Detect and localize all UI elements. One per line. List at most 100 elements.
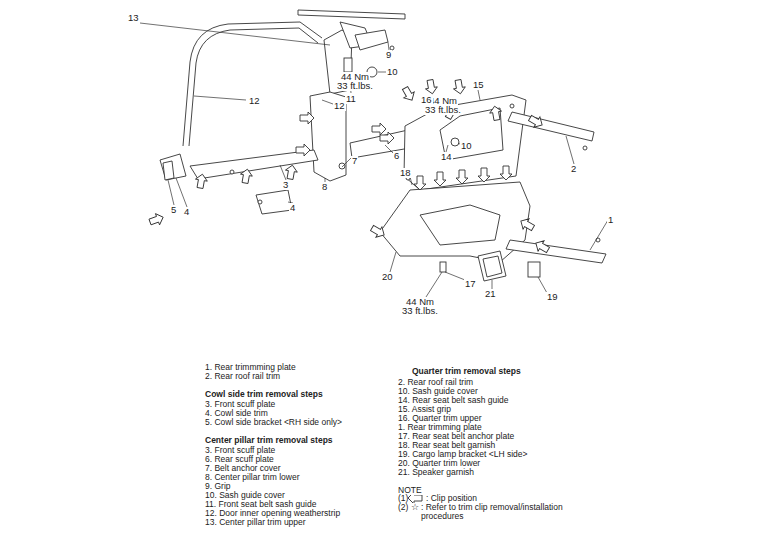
leader-lines: [566, 136, 574, 164]
anchor-plate: [440, 262, 446, 272]
bolt: [258, 200, 262, 204]
callout-number: 2: [570, 164, 577, 174]
callout-number: 11: [345, 94, 357, 104]
clip-arrows: [518, 216, 536, 233]
callout-number: 9: [385, 50, 392, 60]
note-text: 12. Door inner opening weatherstrip: [205, 509, 340, 518]
callout-number: 33 ft.lbs.: [401, 306, 439, 316]
note-text: 18. Rear seat belt garnish: [398, 441, 495, 450]
leader-lines: [194, 96, 246, 100]
callout-number: 4: [183, 207, 190, 217]
weatherstrip: [189, 28, 318, 146]
note-text: 14. Rear seat belt sash guide: [398, 396, 509, 405]
callout-number: 12: [333, 101, 346, 111]
sash-guide: [344, 58, 352, 72]
leader-lines: [378, 72, 386, 73]
section-heading: Cowl side trim removal steps: [205, 390, 323, 399]
leader-lines: [492, 280, 493, 289]
callout-number: 3: [282, 180, 289, 190]
note-text: 1. Rear trimmming plate: [205, 363, 296, 372]
lamp-bracket: [528, 262, 540, 277]
anchor-cover: [339, 163, 345, 169]
callout-number: 19: [546, 292, 559, 302]
section-heading: Quarter trim removal steps: [412, 367, 521, 376]
cowl-trim: [160, 154, 186, 180]
callout-number: 14: [440, 152, 453, 162]
clip-arrows: [424, 79, 438, 95]
callout-number: 15: [472, 80, 485, 90]
rear-trim-plate: [506, 240, 606, 263]
leader-lines: [390, 252, 396, 272]
note-text: 2. Rear roof rail trim: [398, 378, 473, 387]
cowl-trim-lower: [256, 190, 292, 214]
leader-lines: [446, 145, 448, 152]
note-text: (1): [398, 494, 408, 503]
leader-lines: [168, 180, 174, 205]
callout-number: 20: [381, 272, 394, 282]
leader-lines: [538, 277, 547, 293]
leader-lines: [176, 178, 187, 207]
callout-number: 17: [464, 279, 477, 289]
callout-number: 12: [248, 96, 261, 106]
leader-lines: [140, 23, 330, 45]
note-text: ☆: [411, 503, 419, 512]
note-text: (2): [398, 503, 408, 512]
note-text: 11. Front seat belt sash guide: [205, 500, 316, 509]
callout-number: 4: [289, 203, 296, 213]
clip-arrows: [239, 168, 253, 184]
note-text: 13. Center pillar trim upper: [205, 518, 306, 527]
note-text: 2. Rear roof rail trim: [205, 372, 280, 381]
speaker-garnish: [478, 251, 506, 281]
section-heading: Center pillar trim removal steps: [205, 436, 333, 445]
clip-arrows: [296, 144, 310, 156]
clip-arrows: [533, 238, 551, 255]
callout-number: 16: [420, 95, 433, 105]
callout-number: 7: [351, 156, 358, 166]
note-text: 4. Cowl side trim: [205, 409, 268, 418]
note-text: 8. Center pillar trim lower: [205, 473, 299, 482]
speaker-grille: [483, 256, 502, 277]
leader-lines: [388, 42, 389, 50]
callout-number: 6: [393, 151, 400, 161]
callout-number: 10: [386, 67, 399, 77]
note-text: 6. Rear scuff plate: [205, 455, 274, 464]
note-text: 21. Speaker garnish: [398, 468, 474, 477]
callout-number: 18: [399, 168, 412, 178]
callout-number: 5: [170, 205, 177, 215]
note-text: 3. Front scuff plate: [205, 446, 275, 455]
clip-arrows: [148, 212, 165, 228]
sash-cover: [451, 138, 459, 146]
leader-lines: [478, 90, 480, 100]
callout-number: 1: [607, 215, 614, 225]
leader-lines: [445, 272, 465, 280]
weatherstrip: [183, 22, 322, 146]
leader-lines: [280, 165, 286, 180]
front-scuff: [190, 150, 318, 179]
clip-arrows: [148, 79, 551, 504]
clip-arrows: [372, 123, 386, 135]
clip-arrows: [452, 79, 466, 95]
grip: [355, 30, 388, 50]
note-text: 3. Front scuff plate: [205, 400, 275, 409]
note-text: 20. Quarter trim lower: [398, 459, 480, 468]
leader-lines: [140, 23, 611, 297]
clip-arrows: [284, 164, 298, 180]
leader-lines: [385, 145, 393, 153]
callout-number: 13: [127, 13, 140, 23]
bolt: [230, 170, 234, 174]
note-text: 1. Rear trimming plate: [398, 423, 482, 432]
roof-strip: [298, 10, 405, 19]
callout-number: 21: [484, 289, 497, 299]
clip-arrows: [434, 172, 446, 186]
clip-arrows: [527, 113, 545, 130]
bolt: [510, 104, 514, 108]
clip-arrows: [500, 166, 512, 180]
note-text: 10. Sash guide cover: [205, 491, 285, 500]
note-text: 16. Quarter trim upper: [398, 414, 482, 423]
clip-arrows: [300, 112, 314, 124]
callout-number: 33 ft.lbs.: [336, 81, 374, 91]
clip-arrows: [380, 132, 394, 144]
clip-arrows: [489, 105, 503, 121]
clip-arrows: [400, 85, 417, 103]
note-text: 17. Rear seat belt anchor plate: [398, 432, 514, 441]
